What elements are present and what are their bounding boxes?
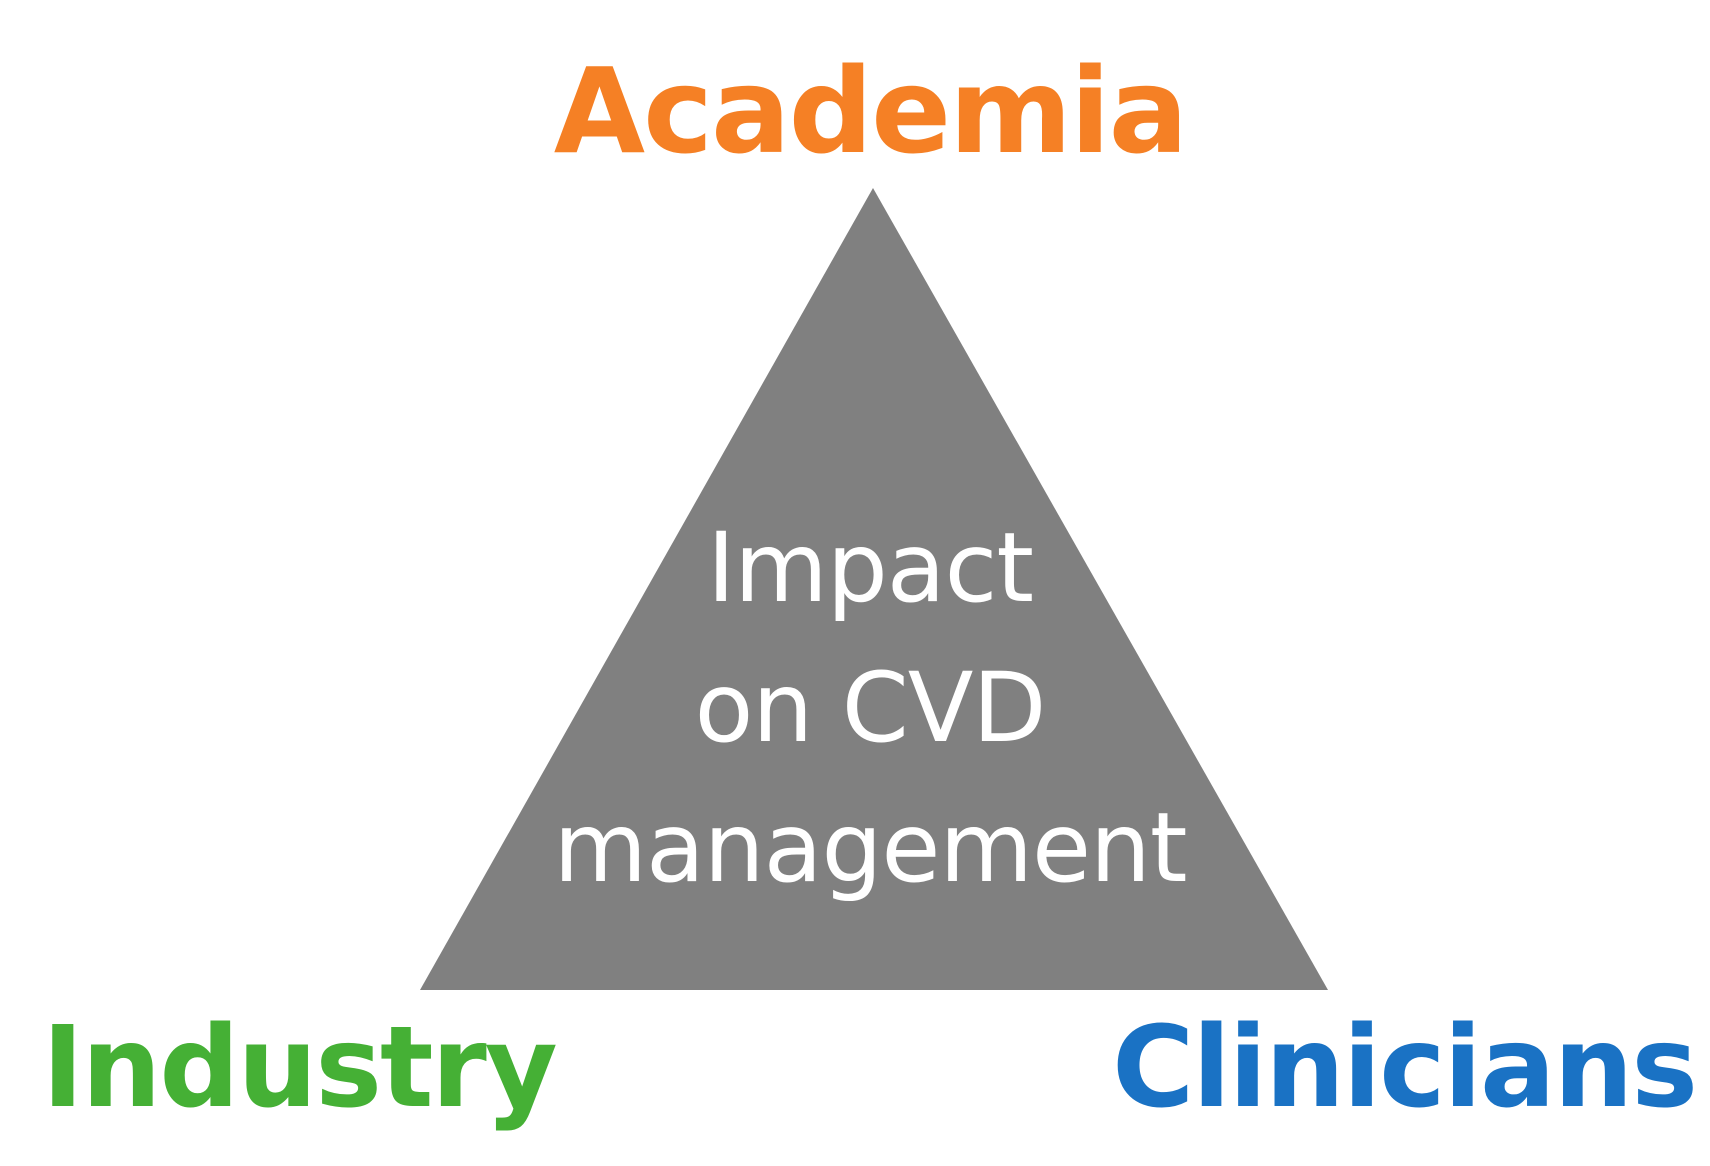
center-line-3: management [553, 792, 1187, 904]
node-industry-label: Industry [42, 1003, 558, 1133]
center-line-1: Impact [706, 512, 1034, 624]
node-clinicians-label: Clinicians [1112, 1003, 1698, 1133]
center-line-2: on CVD [694, 652, 1047, 764]
center-triangle [420, 188, 1328, 990]
node-academia-label: Academia [553, 42, 1188, 180]
center-caption: Impact on CVD management [520, 498, 1220, 918]
